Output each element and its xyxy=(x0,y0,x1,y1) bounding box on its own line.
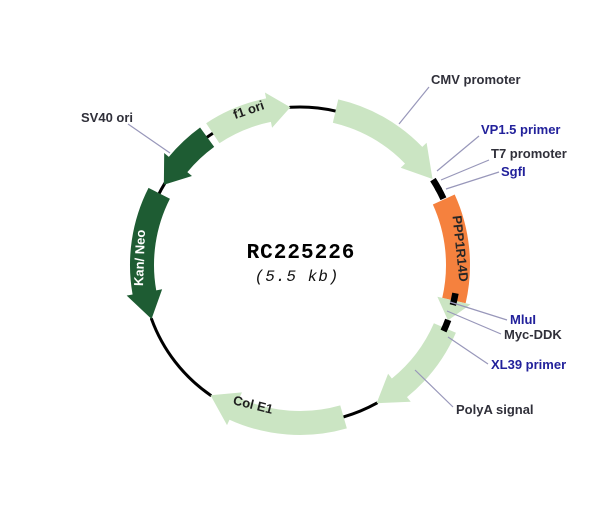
ppp1r14d-band xyxy=(432,194,470,304)
xl39-primer-tick xyxy=(440,318,452,333)
polya-signal-band xyxy=(376,323,456,404)
cmv-promoter-label: CMV promoter xyxy=(431,72,521,87)
feature-bands xyxy=(126,92,471,435)
vp15-primer-label: VP1.5 primer xyxy=(481,122,561,137)
t7-promoter-label: T7 promoter xyxy=(491,146,567,161)
vp15-primer-leader-line xyxy=(436,135,480,172)
mlui-tick xyxy=(449,292,459,306)
polya-signal-leader-line xyxy=(414,369,454,408)
myc-ddk-label: Myc-DDK xyxy=(504,327,562,342)
kan-neo-band xyxy=(126,187,170,320)
mlui-label: MluI xyxy=(510,312,536,327)
sv40-ori-leader-line xyxy=(127,123,171,154)
sv40-ori-label: SV40 ori xyxy=(81,110,133,125)
sgfi-leader-line xyxy=(445,171,500,190)
sgfi-label: SgfI xyxy=(501,164,526,179)
cmv-promoter-band xyxy=(332,99,433,179)
backbone-arc xyxy=(150,317,213,397)
plasmid-size: (5.5 kb) xyxy=(255,268,340,286)
sgfi-tick xyxy=(435,186,447,201)
backbone-arc xyxy=(288,105,338,113)
callout-leader-lines xyxy=(127,86,508,408)
ppp1r14d-band-label: PPP1R14D xyxy=(450,215,472,283)
backbone-arc xyxy=(342,401,379,419)
f1-ori-band xyxy=(206,92,291,144)
kan-neo-band-label: Kan/ Neo xyxy=(131,229,148,286)
cmv-promoter-leader-line xyxy=(398,86,430,125)
xl39-primer-label: XL39 primer xyxy=(491,357,566,372)
col-e1-band xyxy=(210,392,347,435)
xl39-primer-leader-line xyxy=(447,336,489,365)
restriction-site-ticks xyxy=(430,177,459,333)
mlui-leader-line xyxy=(449,301,508,321)
sv40-ori-band xyxy=(163,127,215,185)
t7-promoter-leader-line xyxy=(440,159,490,181)
plasmid-name: RC225226 xyxy=(247,242,356,265)
myc-ddk-band xyxy=(437,296,471,321)
myc-ddk-leader-line xyxy=(446,310,502,335)
polya-signal-label: PolyA signal xyxy=(456,402,534,417)
